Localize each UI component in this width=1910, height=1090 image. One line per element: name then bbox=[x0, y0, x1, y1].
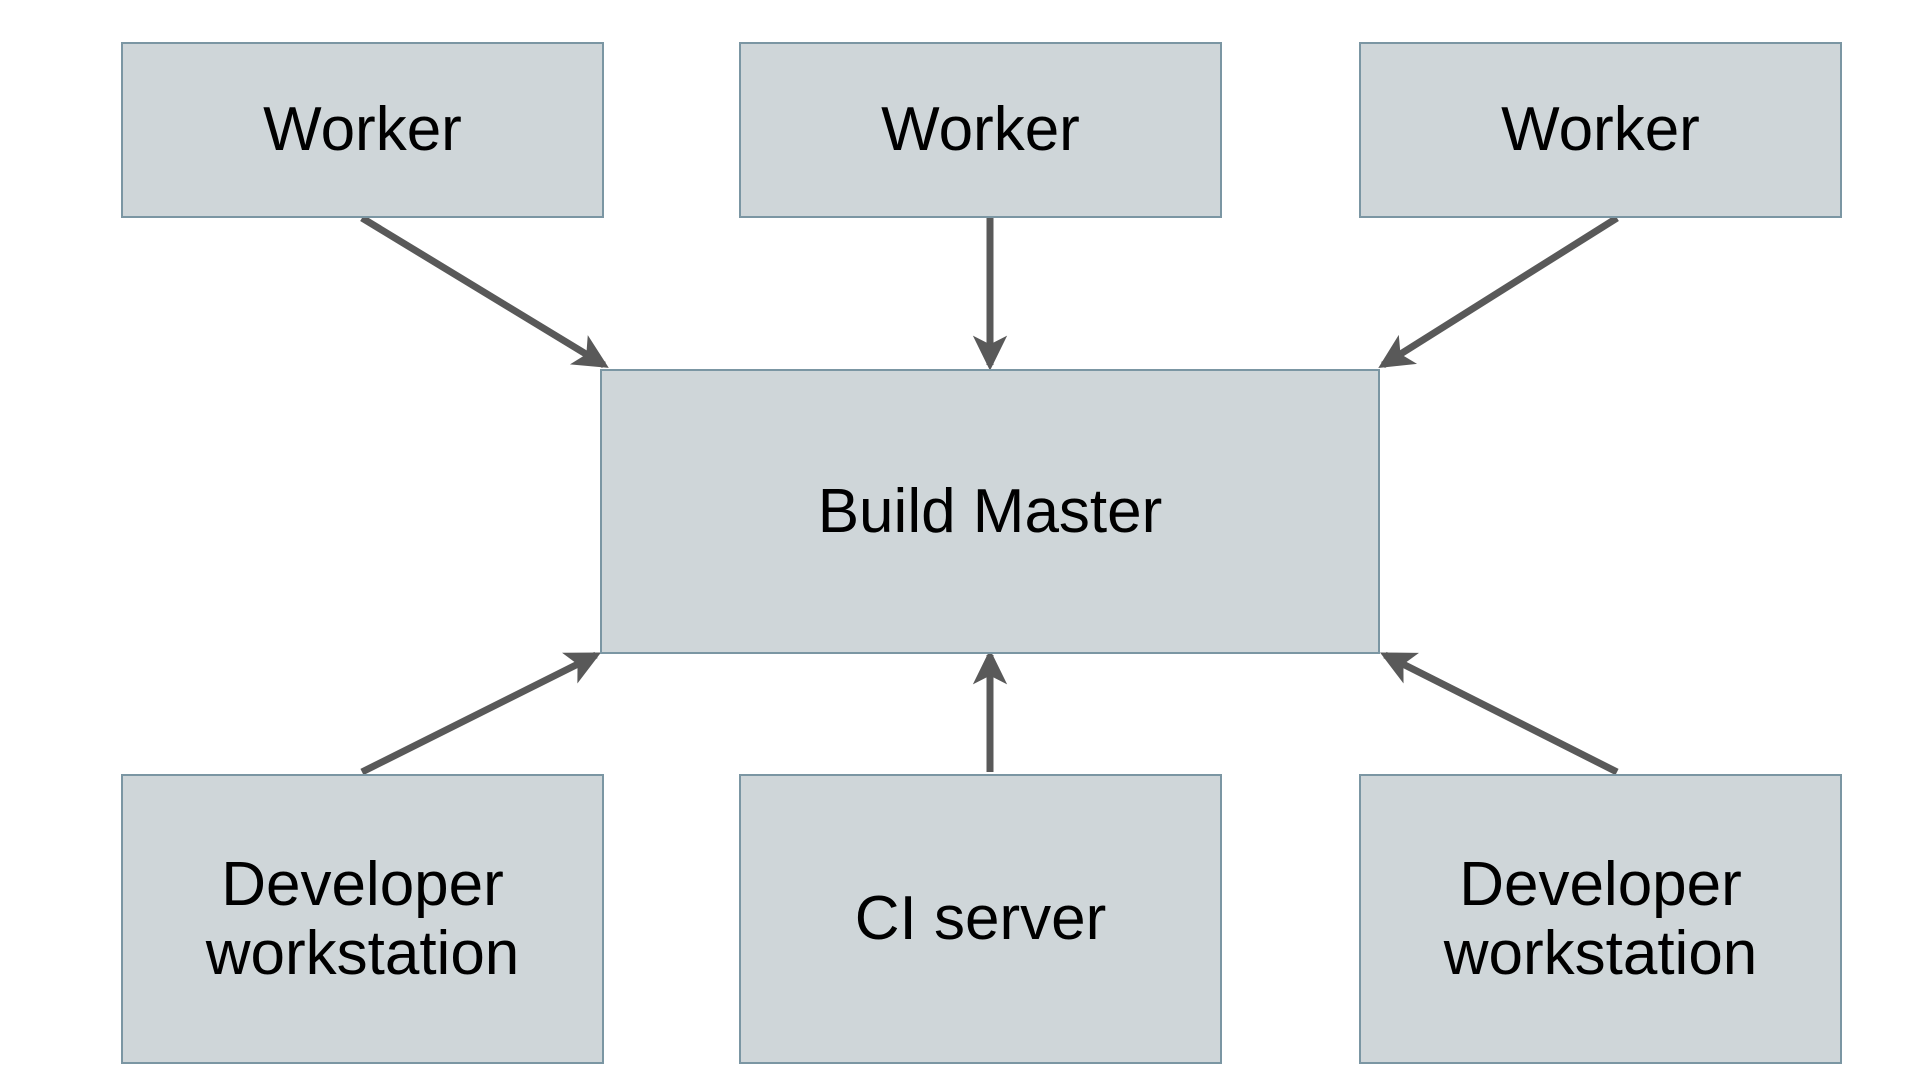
edge-worker-right-to-build-master bbox=[1378, 215, 1619, 368]
node-label: Developer workstation bbox=[205, 849, 520, 988]
node-ci-server[interactable]: CI server bbox=[739, 774, 1222, 1064]
edge-developer-workstation-left-to-build-master bbox=[360, 651, 602, 776]
node-label: Worker bbox=[1501, 95, 1700, 165]
node-label: CI server bbox=[854, 884, 1107, 954]
node-developer-workstation-left[interactable]: Developer workstation bbox=[121, 774, 604, 1064]
node-worker-center[interactable]: Worker bbox=[739, 42, 1222, 218]
node-label: Worker bbox=[881, 95, 1080, 165]
node-label: Build Master bbox=[817, 476, 1163, 546]
edge-developer-workstation-right-to-build-master bbox=[1379, 651, 1619, 776]
node-build-master[interactable]: Build Master bbox=[600, 369, 1380, 654]
node-worker-right[interactable]: Worker bbox=[1359, 42, 1842, 218]
node-label: Worker bbox=[263, 95, 462, 165]
node-developer-workstation-right[interactable]: Developer workstation bbox=[1359, 774, 1842, 1064]
edge-worker-left-to-build-master bbox=[360, 215, 609, 368]
node-label: Developer workstation bbox=[1443, 849, 1758, 988]
node-worker-left[interactable]: Worker bbox=[121, 42, 604, 218]
